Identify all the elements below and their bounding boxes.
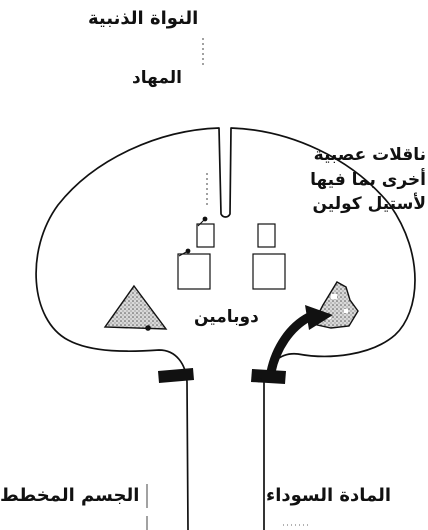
other-neurotransmitters-line-2: أخرى بما فيها xyxy=(310,169,426,190)
other-neurotransmitters-label: ناقلات عصبية أخرى بما فيها لأستيل كولين xyxy=(294,143,426,217)
substantia-nigra-label: المادة السوداء xyxy=(266,485,392,506)
large-box-left xyxy=(177,253,211,290)
other-neurotransmitters-line-1: ناقلات عصبية xyxy=(313,145,426,165)
right-black-bar xyxy=(251,369,286,384)
crib-label: المهاد xyxy=(132,68,182,88)
striatum-label: الجسم المخطط xyxy=(0,485,140,506)
small-box-right xyxy=(257,223,276,248)
dopamine-label: دوبامين xyxy=(194,307,259,327)
brain-outline xyxy=(35,127,416,530)
right-bar-dot xyxy=(256,377,262,383)
left-triangle-dot xyxy=(145,325,151,331)
caudate-nucleus-label: النواة الذنبية xyxy=(88,8,199,29)
other-neurotransmitters-line-3: لأستيل كولين xyxy=(312,194,426,215)
lower-left-dot xyxy=(185,248,191,254)
large-box-right xyxy=(252,253,286,290)
pale-patch-a xyxy=(331,294,337,299)
dopamine-arrow-head xyxy=(305,305,333,330)
small-box-left xyxy=(196,223,215,248)
left-black-bar xyxy=(158,368,194,383)
left-stippled-region xyxy=(103,284,168,330)
upper-left-dot xyxy=(202,216,208,222)
dopamine-arrow-shaft xyxy=(266,312,314,377)
pale-patch-b xyxy=(344,309,348,313)
